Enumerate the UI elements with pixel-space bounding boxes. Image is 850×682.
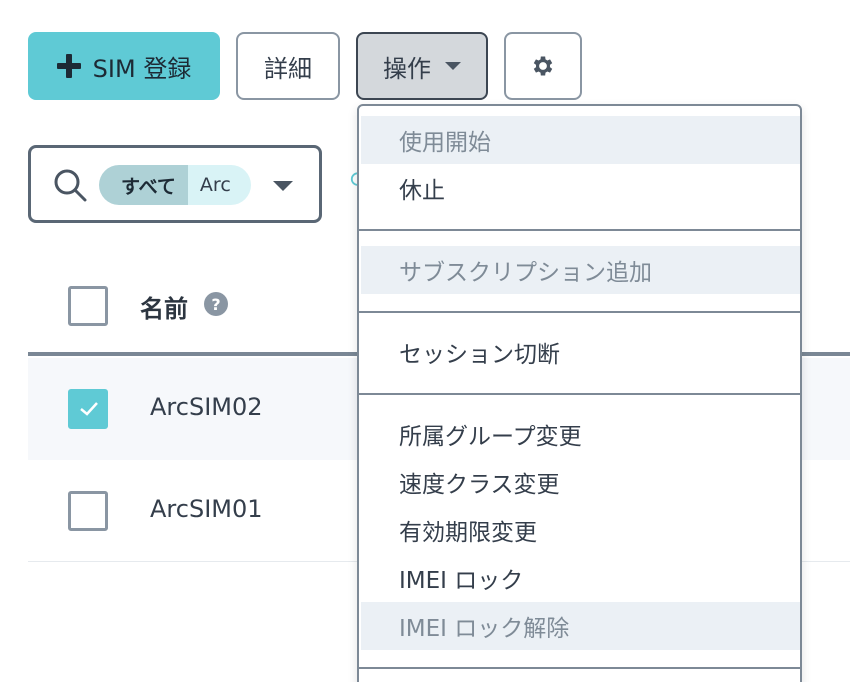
refresh-icon: ⟳ bbox=[350, 168, 358, 198]
search-filter[interactable]: すべて Arc bbox=[28, 145, 322, 223]
register-sim-label: SIM 登録 bbox=[92, 54, 192, 83]
menu-divider bbox=[359, 393, 800, 395]
row-checkbox[interactable] bbox=[68, 491, 108, 531]
check-icon bbox=[80, 402, 98, 416]
row-checkbox[interactable] bbox=[68, 389, 108, 429]
menu-divider bbox=[359, 667, 800, 669]
detail-label: 詳細 bbox=[264, 54, 312, 83]
menu-item-add-subscription: サブスクリプション追加 bbox=[361, 246, 800, 294]
question-circle-icon[interactable]: ? bbox=[204, 292, 228, 316]
gear-icon bbox=[533, 56, 553, 76]
menu-item-disconnect-session[interactable]: セッション切断 bbox=[399, 342, 560, 368]
operations-label: 操作 bbox=[383, 54, 431, 83]
column-header-name: 名前 bbox=[140, 295, 188, 323]
select-all-checkbox[interactable] bbox=[68, 286, 108, 326]
menu-divider bbox=[359, 311, 800, 313]
menu-item-change-group[interactable]: 所属グループ変更 bbox=[399, 424, 582, 450]
menu-item-imei-lock[interactable]: IMEI ロック bbox=[399, 568, 524, 594]
chevron-down-icon[interactable] bbox=[273, 181, 293, 191]
plus-icon bbox=[56, 54, 81, 78]
operations-menu: 使用開始 休止 サブスクリプション追加 セッション切断 所属グループ変更 速度ク… bbox=[357, 104, 802, 682]
detail-button[interactable]: 詳細 bbox=[236, 32, 340, 100]
filter-chip-key: すべて bbox=[99, 165, 188, 205]
menu-item-change-expiry[interactable]: 有効期限変更 bbox=[399, 520, 537, 546]
menu-item-change-speed-class[interactable]: 速度クラス変更 bbox=[399, 472, 560, 498]
search-icon bbox=[54, 169, 87, 202]
menu-item-suspend[interactable]: 休止 bbox=[399, 178, 445, 204]
settings-button[interactable] bbox=[504, 32, 582, 100]
sim-name: ArcSIM01 bbox=[150, 495, 263, 523]
filter-chip[interactable]: すべて Arc bbox=[99, 165, 251, 205]
menu-item-start-use: 使用開始 bbox=[361, 116, 800, 164]
caret-down-icon bbox=[445, 62, 461, 70]
menu-item-imei-unlock: IMEI ロック解除 bbox=[361, 602, 800, 650]
menu-divider bbox=[359, 229, 800, 231]
sim-name: ArcSIM02 bbox=[150, 393, 263, 421]
operations-dropdown-button[interactable]: 操作 bbox=[356, 32, 488, 100]
filter-chip-value: Arc bbox=[187, 165, 251, 205]
register-sim-button[interactable]: SIM 登録 bbox=[28, 32, 220, 100]
